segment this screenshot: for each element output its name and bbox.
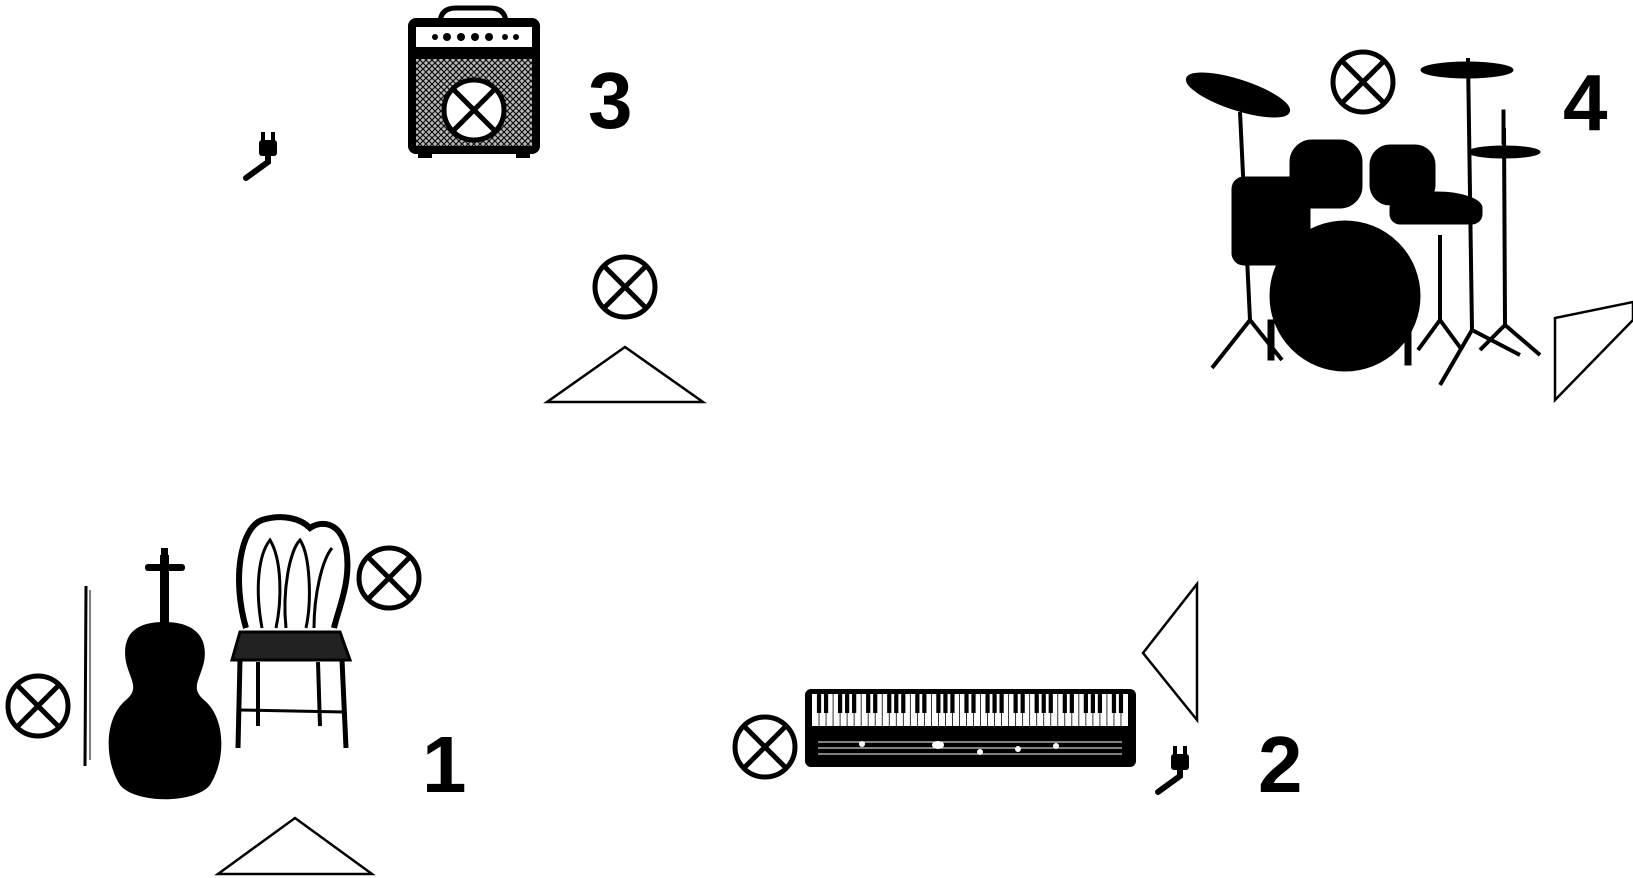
position-label-1: 1	[422, 720, 467, 809]
black-key	[936, 694, 940, 713]
microphone-icon	[1333, 52, 1393, 112]
black-key	[964, 694, 968, 713]
power-plug-icon	[1158, 746, 1189, 792]
black-key	[1035, 694, 1039, 713]
black-key	[922, 694, 926, 713]
black-key	[852, 694, 856, 713]
black-key	[1098, 694, 1102, 713]
microphone-icon	[359, 548, 419, 608]
keyboard-icon	[805, 689, 1136, 767]
microphone-icon	[8, 676, 68, 736]
black-key	[992, 694, 996, 713]
black-key	[1119, 694, 1123, 713]
bow-icon	[85, 586, 90, 766]
black-key	[866, 694, 870, 713]
black-key	[1112, 694, 1116, 713]
black-key	[999, 694, 1003, 713]
black-key	[1042, 694, 1046, 713]
black-key	[894, 694, 898, 713]
position-label-4: 4	[1563, 58, 1608, 147]
black-key	[1084, 694, 1088, 713]
chair-icon	[232, 517, 350, 748]
monitor-wedge-icon	[547, 347, 703, 402]
black-key	[1070, 694, 1074, 713]
microphone-icon	[595, 257, 655, 317]
position-label-3: 3	[588, 56, 633, 145]
black-key	[950, 694, 954, 713]
black-key	[1049, 694, 1053, 713]
microphone-icon	[444, 80, 504, 140]
monitor-wedge-icon	[1143, 584, 1197, 720]
black-key	[824, 694, 828, 713]
black-key	[838, 694, 842, 713]
microphone-icon	[735, 717, 795, 777]
black-key	[971, 694, 975, 713]
black-key	[1091, 694, 1095, 713]
black-key	[1021, 694, 1025, 713]
position-label-2: 2	[1258, 720, 1303, 809]
monitor-wedge-icon	[218, 818, 372, 874]
black-key	[943, 694, 947, 713]
black-key	[1063, 694, 1067, 713]
black-key	[817, 694, 821, 713]
power-plug-icon	[246, 132, 277, 178]
cello-icon	[109, 548, 222, 799]
black-key	[887, 694, 891, 713]
black-key	[985, 694, 989, 713]
black-key	[901, 694, 905, 713]
black-key	[1014, 694, 1018, 713]
monitor-wedge-icon	[1555, 302, 1633, 400]
black-key	[845, 694, 849, 713]
black-key	[873, 694, 877, 713]
black-key	[915, 694, 919, 713]
